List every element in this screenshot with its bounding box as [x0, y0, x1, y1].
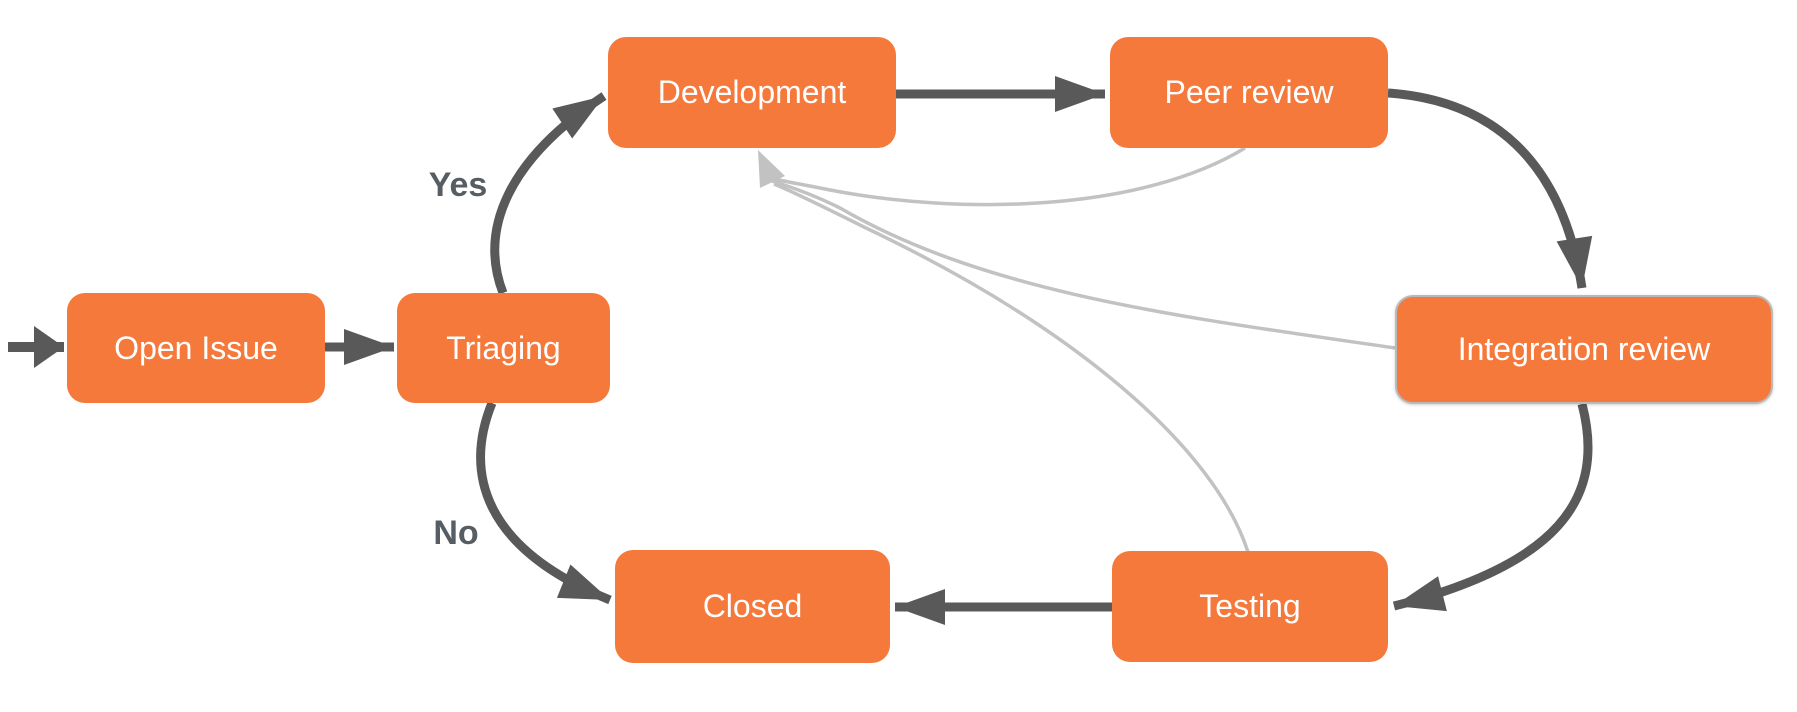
edge-label-no: No — [433, 514, 479, 552]
node-peer-review: Peer review — [1110, 37, 1388, 148]
edge-label-yes: Yes — [428, 166, 488, 204]
edge-peer-review-to-integration-review — [1387, 88, 1593, 289]
edge-integration-review-to-development — [771, 179, 1396, 350]
edge-triaging-to-development-yes — [490, 92, 607, 295]
feedback-arrowhead-icon — [758, 150, 785, 188]
edge-peer-review-to-development — [769, 146, 1246, 207]
node-triaging: Triaging — [397, 293, 610, 403]
node-development: Development — [608, 37, 896, 148]
node-testing: Testing — [1112, 551, 1388, 662]
edge-integration-review-to-testing — [1392, 402, 1593, 612]
edge-triaging-to-closed-no — [476, 401, 612, 605]
edge-testing-to-development — [773, 182, 1250, 553]
node-integration-review: Integration review — [1395, 295, 1773, 404]
node-open-issue: Open Issue — [67, 293, 325, 403]
node-closed: Closed — [615, 550, 890, 663]
